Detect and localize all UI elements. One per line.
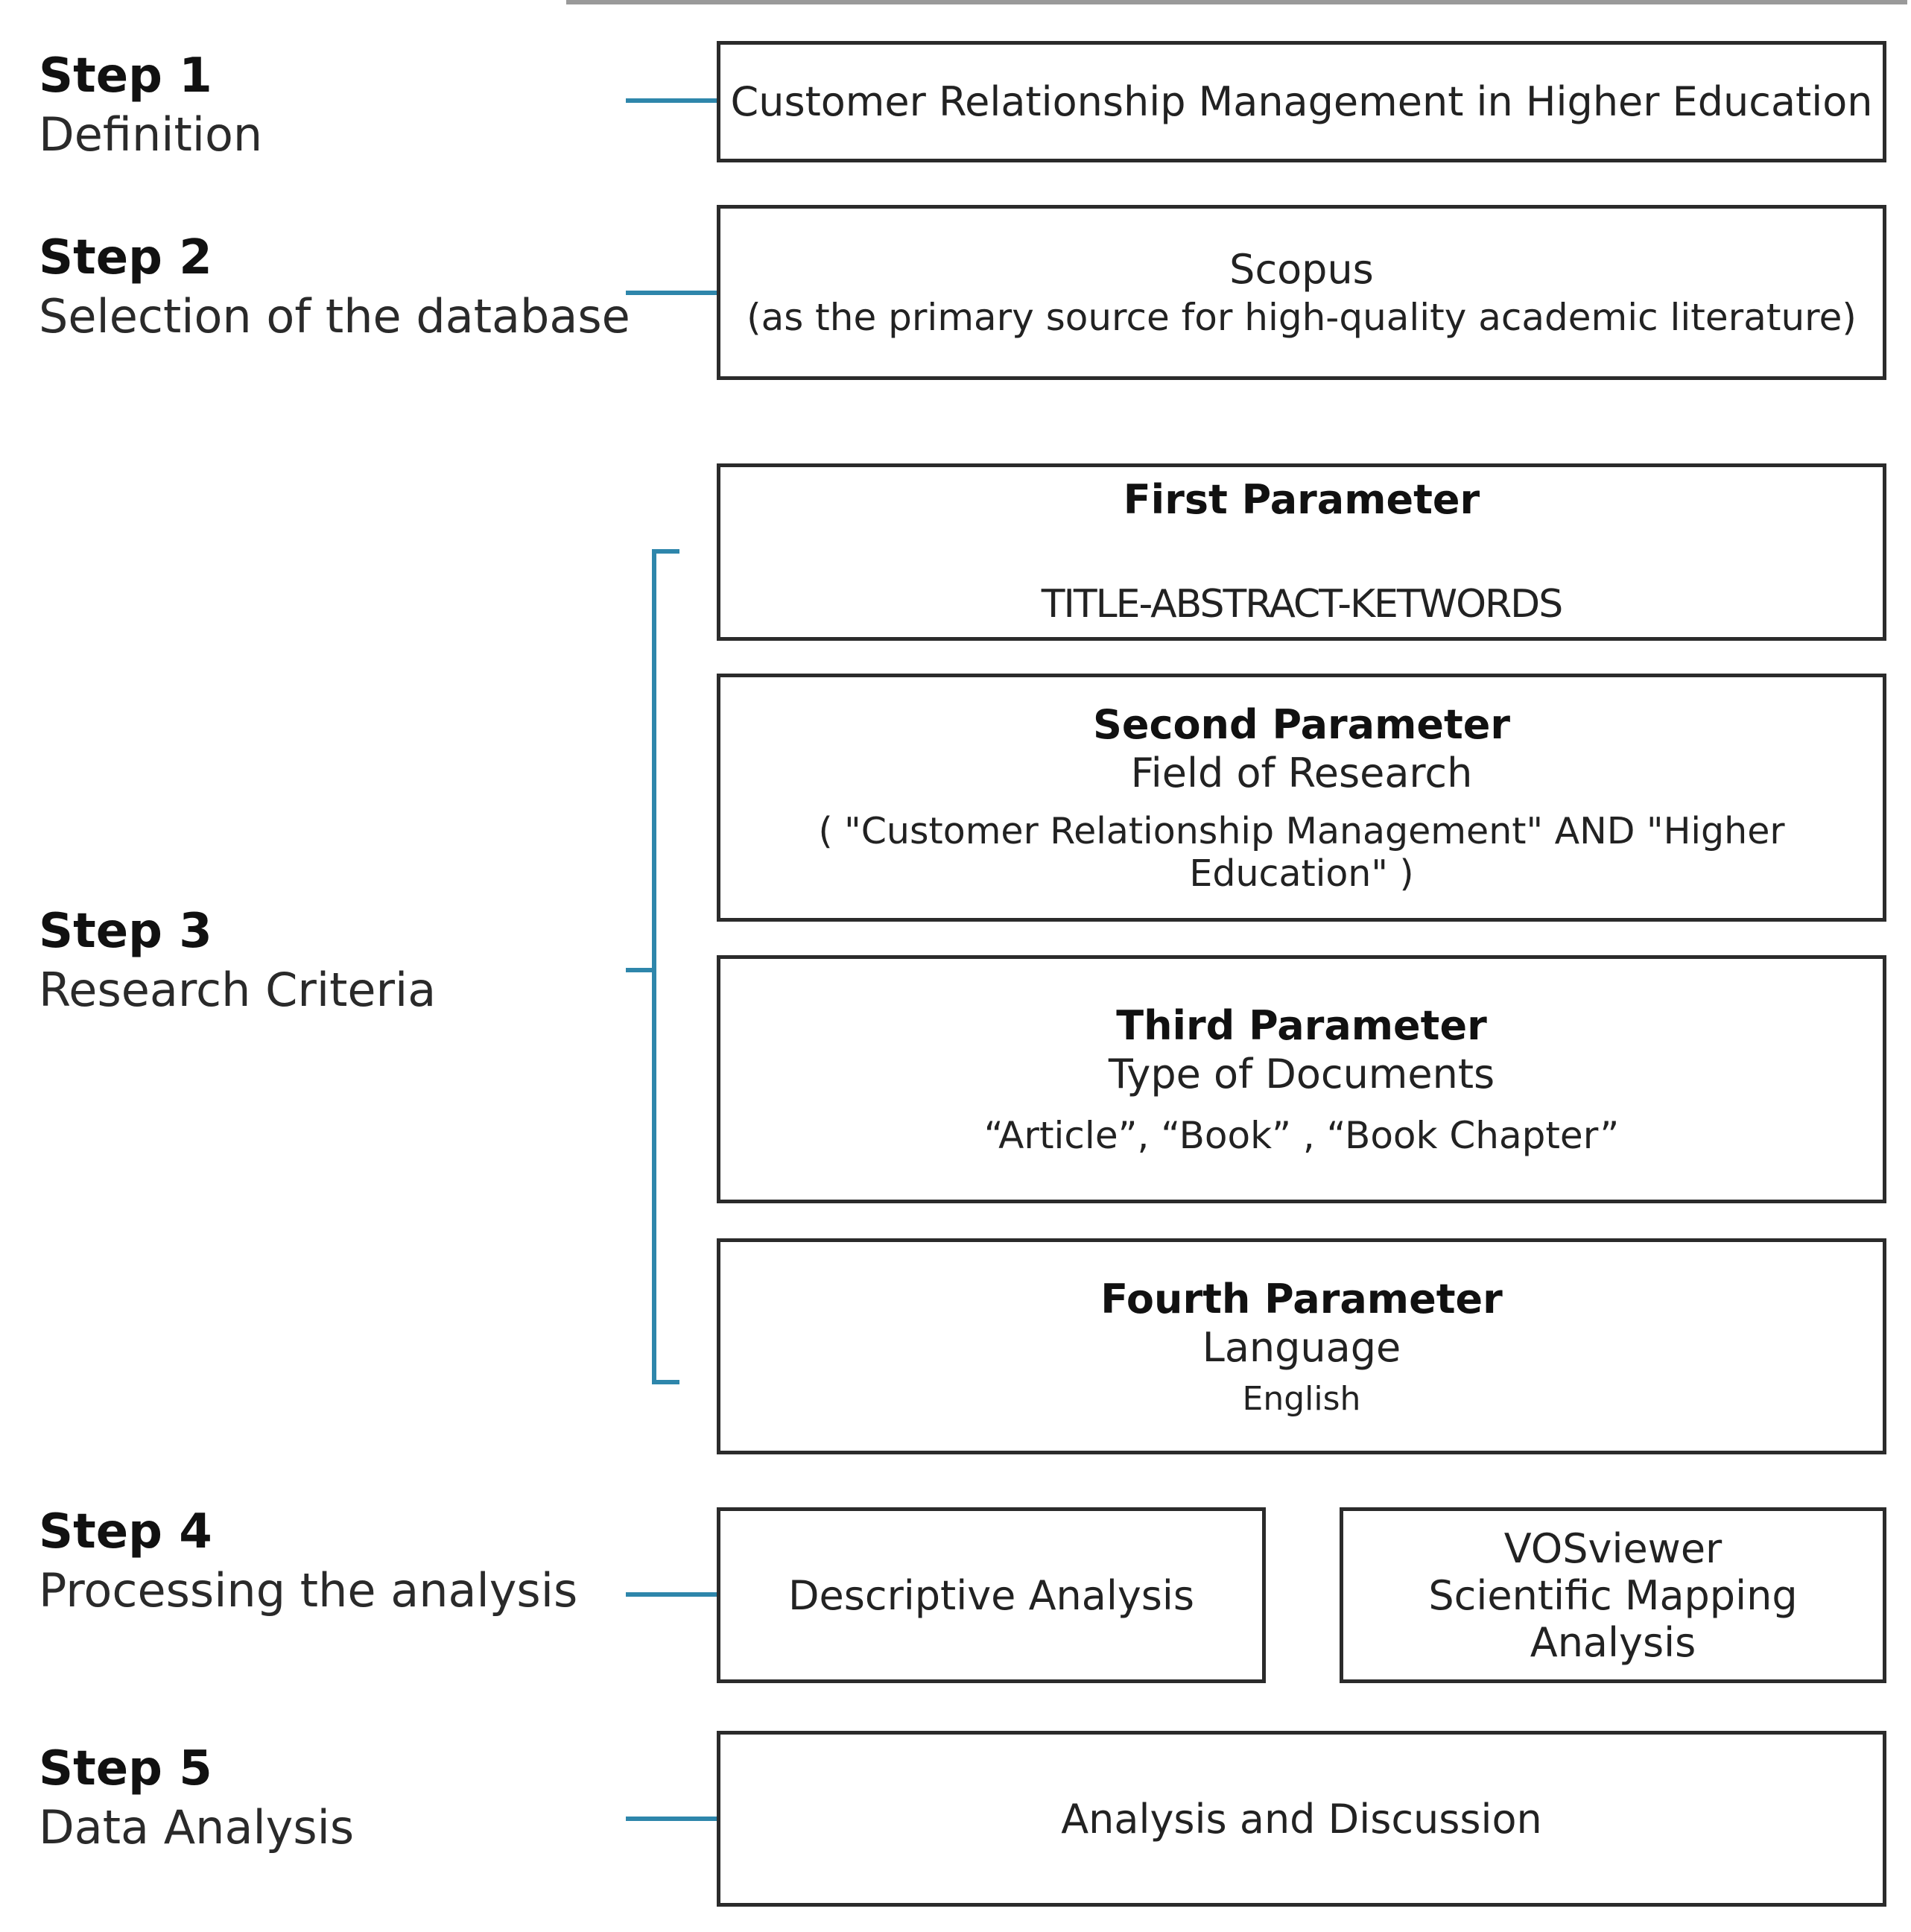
parameter-box-4: Fourth Parameter Language English [717,1238,1886,1454]
vosviewer-box: VOSviewer Scientific Mapping Analysis [1340,1507,1886,1683]
step-number: Step 1 [39,48,212,104]
step-name: Data Analysis [39,1800,355,1855]
parameter-value: TITLE-ABSTRACT-KETWORDS [1041,582,1563,627]
discussion-box: Analysis and Discussion [717,1731,1886,1907]
definition-box: Customer Relationship Management in High… [717,41,1886,162]
step-number: Step 2 [39,230,212,285]
top-rule [566,0,1907,4]
step-name: Selection of the database [39,289,630,343]
parameter-box-3: Third Parameter Type of Documents “Artic… [717,955,1886,1203]
parameter-title: Second Parameter [1092,700,1511,748]
step-number: Step 3 [39,904,212,959]
step-1-label: Step 1 Definition [39,46,262,164]
parameter-box-2: Second Parameter Field of Research ( "Cu… [717,674,1886,922]
database-box: Scopus (as the primary source for high-q… [717,205,1886,380]
descriptive-analysis-box: Descriptive Analysis [717,1507,1266,1683]
vosviewer-line-2: Scientific Mapping [1428,1571,1798,1619]
step-number: Step 4 [39,1504,212,1559]
database-note: (as the primary source for high-quality … [747,296,1857,339]
parameter-box-1: First Parameter TITLE-ABSTRACT-KETWORDS [717,463,1886,641]
discussion-text: Analysis and Discussion [1061,1795,1542,1843]
parameter-value: ( "Customer Relationship Management" AND… [818,809,1785,895]
parameter-title: First Parameter [1123,476,1480,523]
database-title: Scopus [1229,246,1374,293]
parameter-subtitle: Field of Research [1130,749,1473,796]
step-2-label: Step 2 Selection of the database [39,228,630,346]
parameter-subtitle: Type of Documents [1108,1050,1495,1098]
vosviewer-line-3: Analysis [1530,1618,1696,1666]
parameter-title: Third Parameter [1116,1001,1487,1049]
step-3-label: Step 3 Research Criteria [39,902,436,1019]
vosviewer-line-1: VOSviewer [1503,1524,1723,1572]
parameter-value: “Article”, “Book” , “Book Chapter” [983,1113,1620,1157]
step-5-label: Step 5 Data Analysis [39,1739,354,1857]
parameter-subtitle: Language [1202,1323,1401,1371]
step-name: Processing the analysis [39,1563,578,1618]
step-4-label: Step 4 Processing the analysis [39,1502,577,1620]
step-name: Research Criteria [39,963,437,1017]
step-number: Step 5 [39,1741,212,1796]
step-name: Definition [39,107,263,162]
parameter-value: English [1242,1379,1361,1418]
bracket-step-3 [626,549,679,1384]
definition-text: Customer Relationship Management in High… [730,78,1873,125]
parameter-title: Fourth Parameter [1100,1275,1503,1323]
descriptive-analysis-text: Descriptive Analysis [787,1571,1195,1619]
